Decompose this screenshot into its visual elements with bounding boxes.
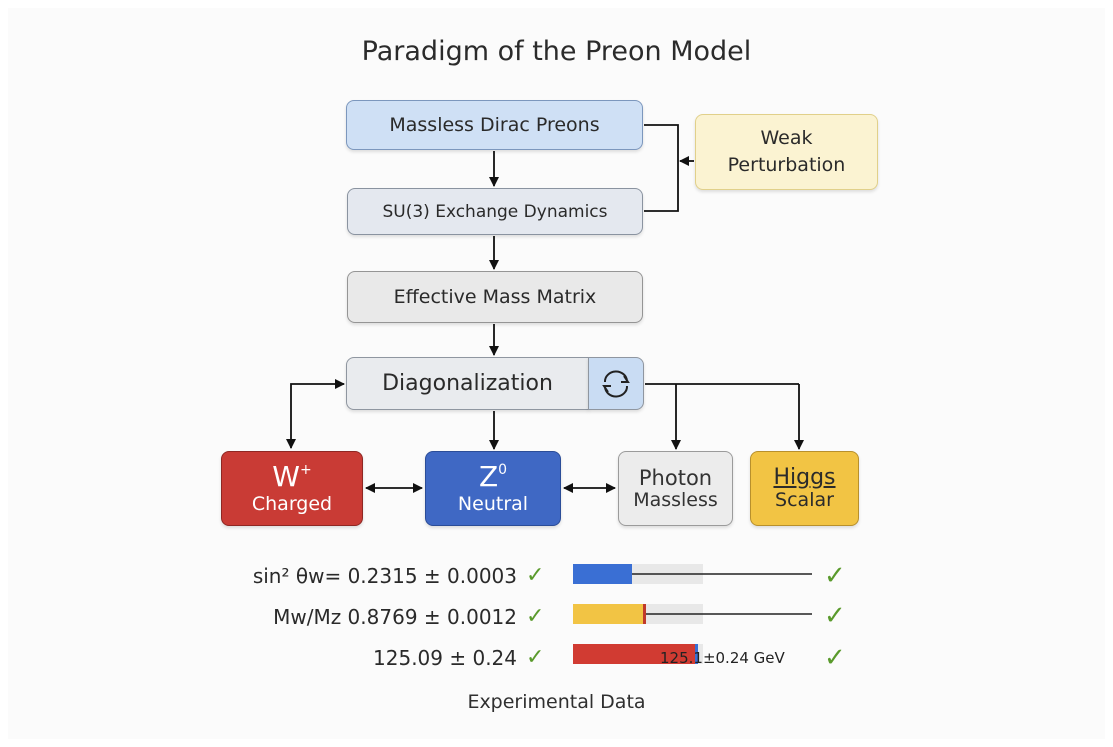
diagonalization-refresh bbox=[588, 357, 644, 410]
weak-line-1: Weak bbox=[760, 127, 813, 149]
node-w-boson: W+ Charged bbox=[221, 451, 363, 526]
weak-line-2: Perturbation bbox=[727, 154, 846, 176]
node-higgs: Higgs Scalar bbox=[750, 451, 859, 526]
z-charge: 0 bbox=[498, 462, 508, 479]
footer-caption: Experimental Data bbox=[467, 691, 646, 713]
node-su3-dynamics: SU(3) Exchange Dynamics bbox=[347, 188, 643, 235]
node-mass-matrix: Effective Mass Matrix bbox=[347, 271, 643, 323]
node-photon: Photon Massless bbox=[618, 451, 733, 526]
diagram-title: Paradigm of the Preon Model bbox=[361, 36, 752, 67]
photon-name: Photon bbox=[638, 465, 713, 490]
check-mark-icon: ✓ bbox=[824, 643, 846, 673]
check-mark-icon: ✓ bbox=[824, 561, 846, 591]
check-mark-icon: ✓ bbox=[526, 645, 545, 670]
node-z-boson: Z0 Neutral bbox=[425, 451, 561, 526]
node-preons: Massless Dirac Preons bbox=[346, 100, 643, 150]
photon-label: Massless bbox=[633, 488, 718, 511]
measurement-label-weinberg: sin² θw= 0.2315 ± 0.0003 bbox=[252, 564, 517, 588]
measurement-label-mass-ratio: Mw/Mz 0.8769 ± 0.0012 bbox=[273, 605, 517, 629]
node-weak-perturbation: Weak Perturbation bbox=[695, 114, 878, 190]
higgs-name: Higgs bbox=[773, 464, 836, 490]
measurement-label-higgs-mass: 125.09 ± 0.24 bbox=[373, 646, 517, 670]
z-symbol: Z bbox=[478, 460, 499, 494]
w-label: Charged bbox=[251, 492, 333, 515]
w-symbol: W bbox=[272, 460, 300, 494]
higgs-label: Scalar bbox=[775, 489, 834, 512]
higgs-bar-annotation: 125.1±0.24 GeV bbox=[660, 649, 785, 667]
z-label: Neutral bbox=[457, 492, 529, 515]
check-mark-icon: ✓ bbox=[824, 601, 846, 631]
check-mark-icon: ✓ bbox=[526, 563, 545, 588]
node-diagonalization: Diagonalization bbox=[346, 357, 589, 410]
check-mark-icon: ✓ bbox=[526, 604, 545, 629]
refresh-icon bbox=[602, 370, 630, 397]
w-charge: + bbox=[299, 462, 312, 479]
